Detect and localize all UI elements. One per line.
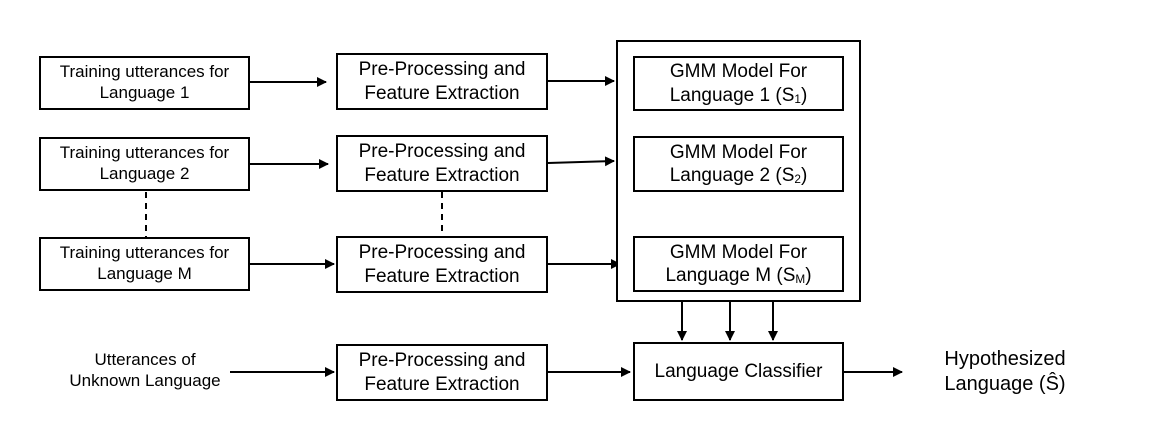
- gmm-box-1-line1: GMM Model For: [669, 61, 808, 83]
- gmm-box-1-label: Language 1 (S: [669, 84, 795, 106]
- training-utterances-box-1: Training utterances for Language 1: [39, 56, 250, 110]
- preprocessing-box-1: Pre-Processing and Feature Extraction: [336, 53, 548, 110]
- preprocessing-box-m: Pre-Processing and Feature Extraction: [336, 236, 548, 293]
- preprocessing-box-m-line1: Pre-Processing and: [358, 242, 526, 264]
- training-box-1-line2: Language 1: [99, 83, 190, 102]
- gmm-box-m-label: Language M (S: [665, 265, 796, 286]
- language-classifier-box: Language Classifier: [633, 342, 844, 401]
- gmm-box-2-line1: GMM Model For: [669, 141, 808, 163]
- training-box-1-line1: Training utterances for: [59, 62, 230, 82]
- arrow-prep2-to-gmm2: [547, 156, 615, 167]
- unknown-input-line1: Utterances of: [94, 350, 196, 369]
- training-utterances-box-m: Training utterances for Language M: [39, 237, 250, 291]
- preprocessing-box-m-line2: Feature Extraction: [364, 265, 520, 287]
- gmm-box-1-subscript: 1: [794, 92, 801, 106]
- preprocessing-box-unknown-line1: Pre-Processing and: [358, 350, 526, 372]
- gmm-box-2-close: ): [800, 165, 808, 186]
- preprocessing-box-1-line1: Pre-Processing and: [358, 59, 526, 81]
- gmm-box-m-line2: Language M (SM): [665, 264, 811, 287]
- training-box-m-line1: Training utterances for: [59, 243, 230, 263]
- gmm-box-2-line2: Language 2 (S2): [670, 164, 808, 187]
- language-classifier-label: Language Classifier: [654, 360, 823, 382]
- output-line2: Language (Ŝ): [944, 373, 1066, 395]
- preprocessing-box-1-line2: Feature Extraction: [364, 82, 520, 104]
- hypothesized-language-output: Hypothesized Language (Ŝ): [905, 347, 1105, 397]
- unknown-language-input: Utterances of Unknown Language: [40, 349, 250, 392]
- preprocessing-box-2-line1: Pre-Processing and: [358, 141, 526, 163]
- preprocessing-box-2-line2: Feature Extraction: [364, 164, 520, 186]
- training-utterances-box-2: Training utterances for Language 2: [39, 137, 250, 191]
- gmm-box-1-line2: Language 1 (S1): [670, 84, 808, 107]
- preprocessing-box-2: Pre-Processing and Feature Extraction: [336, 135, 548, 192]
- gmm-model-box-2: GMM Model For Language 2 (S2): [633, 136, 844, 192]
- gmm-box-m-line1: GMM Model For: [669, 241, 808, 263]
- gmm-box-m-close: ): [805, 265, 812, 286]
- gmm-model-box-1: GMM Model For Language 1 (S1): [633, 56, 844, 111]
- gmm-model-box-m: GMM Model For Language M (SM): [633, 236, 844, 292]
- gmm-box-1-close: ): [800, 84, 808, 106]
- gmm-box-2-subscript: 2: [794, 172, 801, 186]
- unknown-input-line2: Unknown Language: [69, 371, 221, 391]
- preprocessing-box-unknown: Pre-Processing and Feature Extraction: [336, 344, 548, 401]
- training-box-2-line1: Training utterances for: [59, 143, 230, 163]
- gmm-box-m-subscript: M: [795, 272, 806, 286]
- output-line1: Hypothesized: [944, 348, 1066, 370]
- training-box-m-line2: Language M: [97, 264, 192, 283]
- preprocessing-box-unknown-line2: Feature Extraction: [364, 373, 520, 395]
- training-box-2-line2: Language 2: [99, 164, 190, 183]
- gmm-box-2-label: Language 2 (S: [669, 165, 795, 186]
